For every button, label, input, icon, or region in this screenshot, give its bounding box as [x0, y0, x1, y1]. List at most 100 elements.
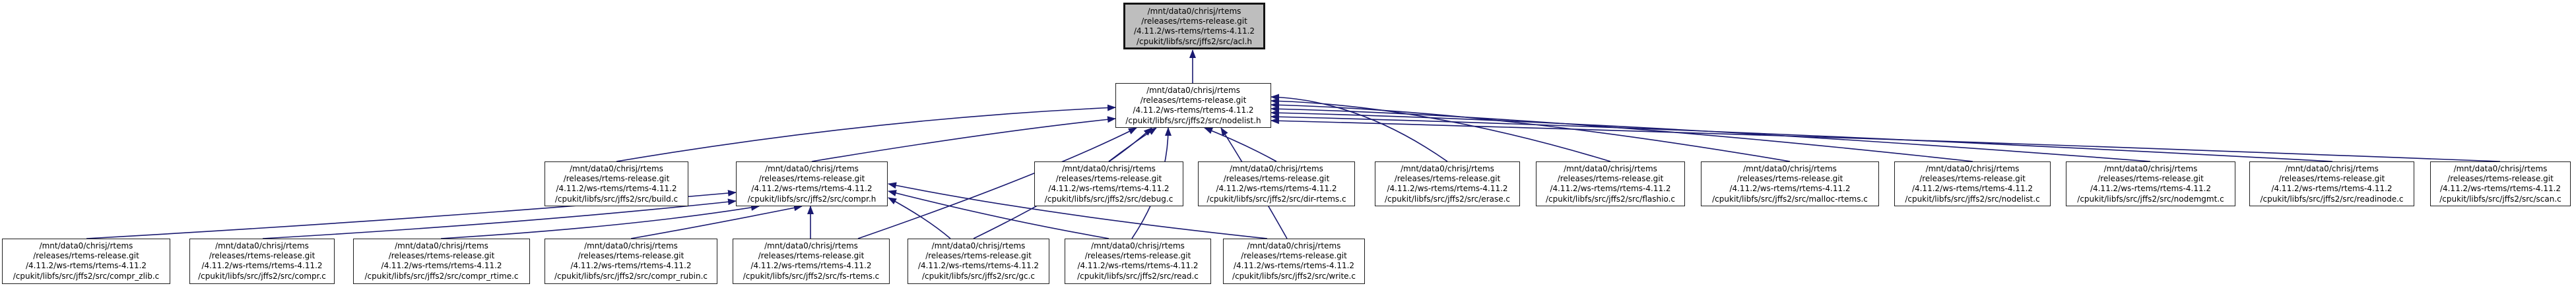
node-path-line: /releases/rtems-release.git — [1084, 251, 1191, 261]
node-path-line: /releases/rtems-release.git — [1223, 174, 1330, 184]
node-path-line: /releases/rtems-release.git — [2097, 174, 2204, 184]
edge-compr_h-to-nodelist_h — [811, 116, 1116, 162]
node-path-line: /4.11.2/ws-rtems/rtems-4.11.2 — [1729, 184, 1851, 194]
node-path-line: /mnt/data0/chrisj/rtems — [2453, 164, 2548, 173]
node-path-line: /releases/rtems-release.git — [758, 174, 865, 184]
edge-gc_c-to-compr_h — [888, 197, 951, 239]
node-path-line: /cpukit/libfs/src/jffs2/src/compr_rtime.… — [364, 271, 519, 281]
edge-nodemgmt_c-to-nodelist_h — [1271, 109, 2151, 162]
node-path-line: /cpukit/libfs/src/jffs2/src/compr.h — [747, 194, 876, 204]
node-path-line: /releases/rtems-release.git — [758, 251, 865, 261]
graph-node-debug_c[interactable]: /mnt/data0/chrisj/rtems/releases/rtems-r… — [1034, 161, 1183, 206]
node-path-line: /4.11.2/ws-rtems/rtems-4.11.2 — [1133, 26, 1255, 36]
graph-node-compr_zlib_c[interactable]: /mnt/data0/chrisj/rtems/releases/rtems-r… — [2, 239, 170, 284]
node-path-line: /cpukit/libfs/src/jffs2/src/compr.c — [198, 271, 326, 281]
graph-node-nodelist_c[interactable]: /mnt/data0/chrisj/rtems/releases/rtems-r… — [1894, 161, 2051, 206]
node-path-line: /cpukit/libfs/src/jffs2/src/malloc-rtems… — [1712, 194, 1868, 204]
node-path-line: /releases/rtems-release.git — [2447, 174, 2554, 184]
node-path-line: /cpukit/libfs/src/jffs2/src/nodelist.c — [1905, 194, 2040, 204]
graph-node-flashio_c[interactable]: /mnt/data0/chrisj/rtems/releases/rtems-r… — [1536, 161, 1685, 206]
graph-node-nodelist_h[interactable]: /mnt/data0/chrisj/rtems/releases/rtems-r… — [1115, 83, 1271, 128]
node-path-line: /releases/rtems-release.git — [1919, 174, 2026, 184]
node-path-line: /4.11.2/ws-rtems/rtems-4.11.2 — [1233, 261, 1355, 271]
edge-build_c-to-nodelist_h — [616, 104, 1116, 162]
node-path-line: /cpukit/libfs/src/jffs2/src/compr_rubin.… — [554, 271, 708, 281]
node-path-line: /4.11.2/ws-rtems/rtems-4.11.2 — [2090, 184, 2212, 194]
node-path-line: /mnt/data0/chrisj/rtems — [1247, 241, 1341, 250]
edge-flashio_c-to-nodelist_h — [1271, 98, 1611, 162]
graph-node-compr_rtime_c[interactable]: /mnt/data0/chrisj/rtems/releases/rtems-r… — [353, 239, 530, 284]
node-path-line: /mnt/data0/chrisj/rtems — [1146, 86, 1240, 95]
graph-node-compr_rubin_c[interactable]: /mnt/data0/chrisj/rtems/releases/rtems-r… — [545, 239, 717, 284]
node-path-line: /releases/rtems-release.git — [1140, 96, 1247, 105]
node-path-line: /cpukit/libfs/src/jffs2/src/write.c — [1232, 271, 1356, 281]
node-path-line: /cpukit/libfs/src/jffs2/src/erase.c — [1384, 194, 1511, 204]
node-path-line: /4.11.2/ws-rtems/rtems-4.11.2 — [750, 261, 872, 271]
node-path-line: /mnt/data0/chrisj/rtems — [1062, 164, 1156, 173]
node-path-line: /cpukit/libfs/src/jffs2/src/debug.c — [1044, 194, 1173, 204]
graph-node-malloc_rtems_c[interactable]: /mnt/data0/chrisj/rtems/releases/rtems-r… — [1701, 161, 1879, 206]
graph-node-readinode_c[interactable]: /mnt/data0/chrisj/rtems/releases/rtems-r… — [2249, 161, 2414, 206]
node-path-line: /mnt/data0/chrisj/rtems — [1925, 164, 2020, 173]
node-path-line: /releases/rtems-release.git — [925, 251, 1032, 261]
node-path-line: /4.11.2/ws-rtems/rtems-4.11.2 — [381, 261, 502, 271]
node-path-line: /4.11.2/ws-rtems/rtems-4.11.2 — [917, 261, 1040, 271]
node-path-line: /releases/rtems-release.git — [1141, 16, 1247, 26]
node-path-line: /releases/rtems-release.git — [1055, 174, 1162, 184]
graph-node-dir_rtems_c[interactable]: /mnt/data0/chrisj/rtems/releases/rtems-r… — [1198, 161, 1355, 206]
node-path-line: /mnt/data0/chrisj/rtems — [1401, 164, 1494, 173]
node-path-line: /4.11.2/ws-rtems/rtems-4.11.2 — [2439, 184, 2561, 194]
node-path-line: /releases/rtems-release.git — [209, 251, 315, 261]
node-path-line: /4.11.2/ws-rtems/rtems-4.11.2 — [201, 261, 323, 271]
edge-compr_rubin_c-to-compr_h — [630, 204, 803, 239]
graph-node-erase_c[interactable]: /mnt/data0/chrisj/rtems/releases/rtems-r… — [1375, 161, 1520, 206]
node-path-line: /releases/rtems-release.git — [2278, 174, 2385, 184]
graph-node-gc_c[interactable]: /mnt/data0/chrisj/rtems/releases/rtems-r… — [908, 239, 1049, 284]
graph-node-write_c[interactable]: /mnt/data0/chrisj/rtems/releases/rtems-r… — [1223, 239, 1365, 284]
node-path-line: /cpukit/libfs/src/jffs2/src/readinode.c — [2260, 194, 2404, 204]
graph-node-nodemgmt_c[interactable]: /mnt/data0/chrisj/rtems/releases/rtems-r… — [2066, 161, 2235, 206]
node-path-line: /4.11.2/ws-rtems/rtems-4.11.2 — [25, 261, 147, 271]
edge-scan_c-to-nodelist_h — [1271, 117, 2501, 162]
edge-debug_c-to-nodelist_h — [1108, 127, 1157, 162]
node-path-line: /4.11.2/ws-rtems/rtems-4.11.2 — [1911, 184, 2033, 194]
node-path-line: /releases/rtems-release.git — [1736, 174, 1843, 184]
node-path-line: /mnt/data0/chrisj/rtems — [584, 241, 678, 250]
edge-readinode_c-to-nodelist_h — [1271, 113, 2333, 162]
node-path-line: /mnt/data0/chrisj/rtems — [570, 164, 663, 173]
node-path-line: /mnt/data0/chrisj/rtems — [1564, 164, 1657, 173]
node-path-line: /4.11.2/ws-rtems/rtems-4.11.2 — [1387, 184, 1508, 194]
graph-node-acl_h: /mnt/data0/chrisj/rtems/releases/rtems-r… — [1123, 3, 1265, 49]
node-path-line: /mnt/data0/chrisj/rtems — [1091, 241, 1185, 250]
node-path-line: /4.11.2/ws-rtems/rtems-4.11.2 — [1550, 184, 1671, 194]
graph-node-compr_c[interactable]: /mnt/data0/chrisj/rtems/releases/rtems-r… — [189, 239, 335, 284]
node-path-line: /mnt/data0/chrisj/rtems — [1230, 164, 1323, 173]
graph-node-read_c[interactable]: /mnt/data0/chrisj/rtems/releases/rtems-r… — [1065, 239, 1211, 284]
node-path-line: /cpukit/libfs/src/jffs2/src/nodelist.h — [1125, 115, 1261, 125]
edge-dir_rtems_c-to-nodelist_h — [1204, 127, 1277, 162]
node-path-line: /mnt/data0/chrisj/rtems — [764, 241, 858, 250]
node-path-line: /cpukit/libfs/src/jffs2/src/flashio.c — [1545, 194, 1675, 204]
node-path-line: /releases/rtems-release.git — [33, 251, 139, 261]
graph-node-compr_h[interactable]: /mnt/data0/chrisj/rtems/releases/rtems-r… — [736, 161, 888, 206]
node-path-line: /releases/rtems-release.git — [563, 174, 670, 184]
graph-node-fs_rtems_c[interactable]: /mnt/data0/chrisj/rtems/releases/rtems-r… — [733, 239, 890, 284]
node-path-line: /4.11.2/ws-rtems/rtems-4.11.2 — [1133, 105, 1254, 115]
node-path-line: /releases/rtems-release.git — [1394, 174, 1501, 184]
node-path-line: /cpukit/libfs/src/jffs2/src/dir-rtems.c — [1206, 194, 1346, 204]
node-path-line: /4.11.2/ws-rtems/rtems-4.11.2 — [751, 184, 873, 194]
node-path-line: /releases/rtems-release.git — [578, 251, 684, 261]
node-path-line: /4.11.2/ws-rtems/rtems-4.11.2 — [2271, 184, 2393, 194]
node-path-line: /mnt/data0/chrisj/rtems — [395, 241, 488, 250]
graph-node-build_c[interactable]: /mnt/data0/chrisj/rtems/releases/rtems-r… — [545, 161, 688, 206]
edge-malloc_rtems_c-to-nodelist_h — [1271, 101, 1791, 162]
node-path-line: /releases/rtems-release.git — [1557, 174, 1664, 184]
node-path-line: /4.11.2/ws-rtems/rtems-4.11.2 — [1048, 184, 1170, 194]
edge-nodelist_c-to-nodelist_h — [1271, 105, 1973, 162]
node-path-line: /mnt/data0/chrisj/rtems — [215, 241, 309, 250]
node-path-line: /cpukit/libfs/src/jffs2/src/fs-rtems.c — [743, 271, 880, 281]
graph-node-scan_c[interactable]: /mnt/data0/chrisj/rtems/releases/rtems-r… — [2430, 161, 2571, 206]
node-path-line: /cpukit/libfs/src/jffs2/src/build.c — [554, 194, 678, 204]
node-path-line: /mnt/data0/chrisj/rtems — [2103, 164, 2198, 173]
